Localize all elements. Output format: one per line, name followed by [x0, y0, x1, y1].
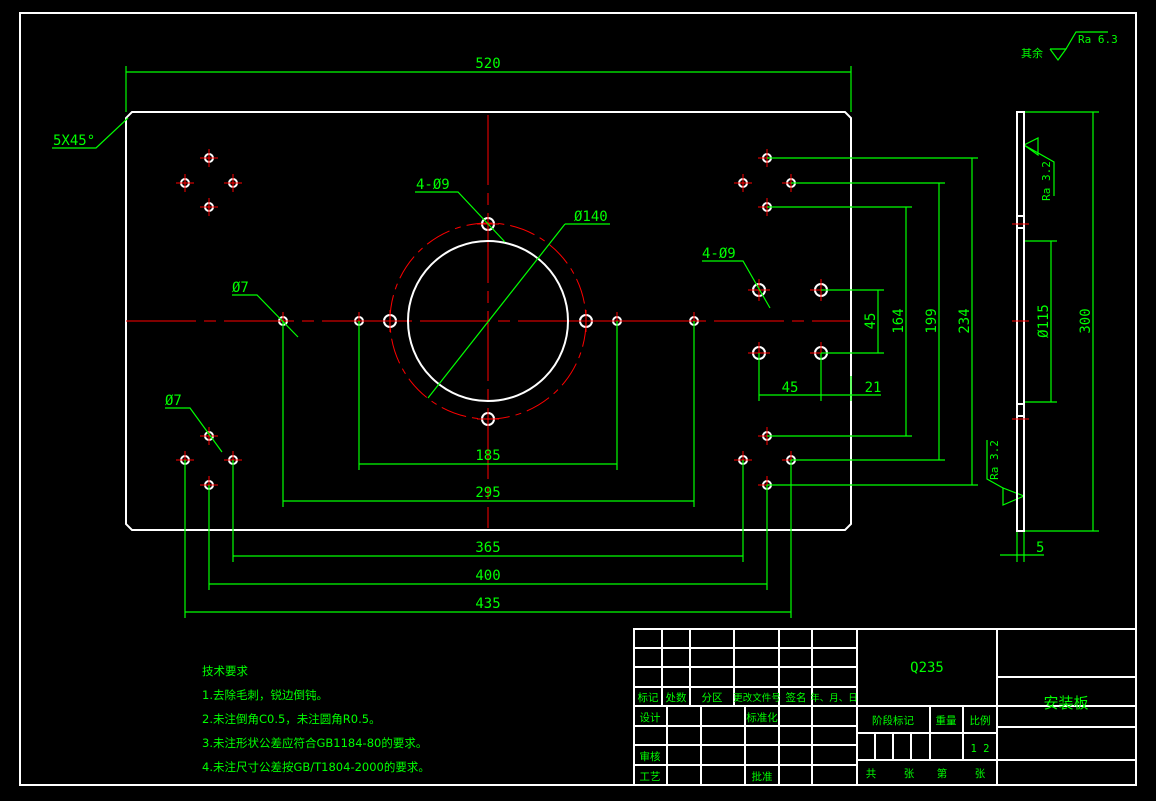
tech-item: 1.去除毛刺，锐边倒钝。: [202, 688, 328, 702]
tb-scale-value: 1 2: [971, 743, 990, 755]
tb-weight: 重量: [936, 714, 957, 727]
tech-item: 3.未注形状公差应符合GB1184-80的要求。: [202, 736, 427, 750]
tb-stage-mark: 阶段标记: [872, 714, 914, 727]
tech-requirements: 技术要求 1.去除毛刺，锐边倒钝。 2.未注倒角C0.5，未注圆角R0.5。 3…: [202, 664, 430, 774]
tb-total: 共: [866, 768, 877, 780]
rough-value: Ra 6.3: [1078, 33, 1118, 46]
dim-400: 400: [475, 568, 500, 584]
main-bore: [407, 240, 569, 402]
dimension-lines: [52, 31, 1108, 618]
dim-bore: Ø140: [574, 209, 608, 225]
dim-hole-top: Ø7: [232, 280, 249, 296]
dim-185: 185: [475, 448, 500, 464]
tb-design: 设计: [640, 711, 661, 724]
dim-hole-bottom: Ø7: [165, 393, 182, 409]
tb-sheets1: 张: [904, 768, 915, 780]
tb-change-doc: 更改文件号: [733, 692, 781, 704]
tech-item: 2.未注倒角C0.5，未注圆角R0.5。: [202, 712, 381, 726]
tb-process: 工艺: [640, 771, 661, 783]
dim-21: 21: [865, 380, 882, 396]
rough-top: Ra 3.2: [1040, 161, 1053, 201]
tb-approve: 批准: [752, 770, 773, 783]
dim-5: 5: [1036, 540, 1044, 556]
dim-45-h: 45: [782, 380, 799, 396]
dim-center-holes: 4-Ø9: [416, 177, 450, 193]
tb-count: 处数: [666, 691, 687, 704]
outer-frame: [19, 12, 1137, 786]
title-block-texts: 标记 处数 分区 更改文件号 签名 年、月、日 设计 标准化 审核 工艺 批准 …: [638, 660, 1089, 783]
tb-review: 审核: [640, 750, 661, 763]
dim-435: 435: [475, 596, 500, 612]
plate-outline: [125, 111, 852, 531]
dim-365: 365: [475, 540, 500, 556]
tb-signature: 签名: [786, 691, 807, 704]
tb-date: 年、月、日: [810, 692, 858, 704]
dim-300: 300: [1078, 308, 1094, 333]
tb-sheets2: 张: [975, 768, 986, 780]
dim-45-v: 45: [863, 313, 879, 330]
dim-chamfer: 5X45°: [53, 133, 95, 149]
dim-234: 234: [957, 308, 973, 333]
tb-mark: 标记: [638, 692, 659, 704]
dim-164: 164: [891, 308, 907, 333]
tb-scale-label: 比例: [970, 714, 991, 727]
tb-standardize: 标准化: [746, 711, 778, 724]
tb-zone: 分区: [702, 692, 723, 704]
tech-heading: 技术要求: [202, 664, 248, 678]
dim-115: Ø115: [1036, 304, 1052, 338]
dimension-texts: 520 5X45° Ø140 4-Ø9 4-Ø9 Ø7 Ø7 185 295 3…: [53, 33, 1118, 612]
tb-sheet-no: 第: [937, 767, 948, 780]
dim-199: 199: [924, 308, 940, 333]
rough-bottom: Ra 3.2: [988, 440, 1001, 480]
dim-520: 520: [475, 56, 500, 72]
rough-label: 其余: [1021, 46, 1043, 60]
title-block: [633, 628, 1137, 786]
dim-right-holes: 4-Ø9: [702, 246, 736, 262]
dim-295: 295: [475, 485, 500, 501]
side-view: [1012, 111, 1029, 532]
tb-material: Q235: [910, 660, 944, 676]
tb-title: 安装板: [1043, 694, 1088, 712]
tech-item: 4.未注尺寸公差按GB/T1804-2000的要求。: [202, 760, 430, 774]
